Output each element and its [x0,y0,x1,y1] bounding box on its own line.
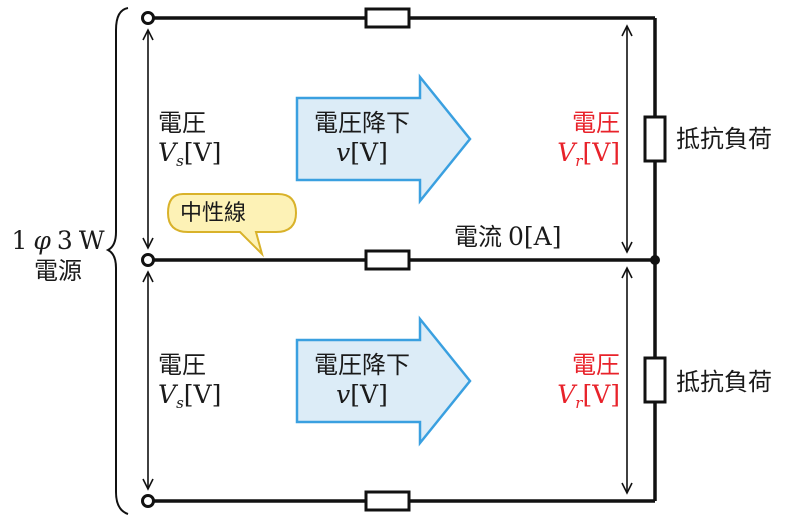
drop-label-upper: 電圧降下 v[V] [314,109,410,167]
load-label-upper: 抵抗負荷 [676,125,772,153]
vs-arrow-lower [142,270,154,491]
load-resistor-lower [643,356,667,404]
drop-label-lower: 電圧降下 v[V] [314,351,410,409]
source-brace [105,7,129,515]
vr-label-lower: 電圧 Vr[V] [557,351,620,412]
neutral-callout-bubble [166,193,298,258]
vr-label-upper: 電圧 Vr[V] [557,109,620,170]
terminal-top [141,11,155,25]
vs-label-lower: 電圧 Vs[V] [158,351,222,412]
line-resistor-top [364,7,411,29]
neutral-callout-text: 中性線 [180,201,247,226]
load-resistor-upper [643,115,667,163]
drop-arrow-upper [295,73,472,205]
terminal-neutral [141,253,155,267]
vs-label-upper: 電圧 Vs[V] [158,109,222,170]
vr-arrow-upper [621,24,633,254]
load-label-lower: 抵抗負荷 [676,368,772,396]
vs-arrow-upper [142,28,154,250]
line-resistor-bottom [364,490,411,512]
drop-arrow-lower [295,315,472,447]
junction-dot [650,255,660,265]
terminal-bottom [141,494,155,508]
vr-arrow-lower [621,266,633,495]
line-resistor-neutral [364,249,411,271]
